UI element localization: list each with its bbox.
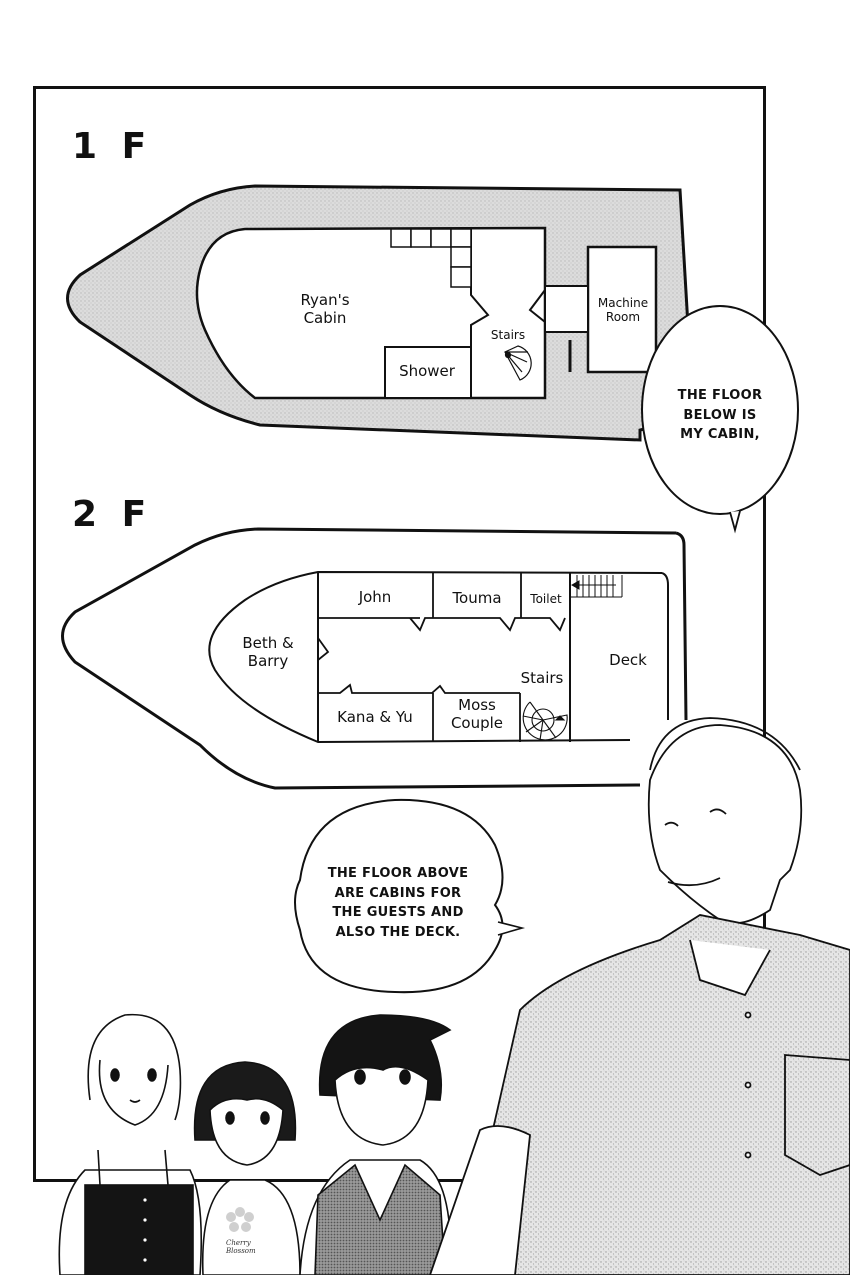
floor-2-label: 2 F — [72, 494, 153, 535]
room-shower: Shower — [399, 362, 455, 380]
floor-1-stairs-icon — [504, 345, 532, 381]
floor-2-stairs-icon — [522, 701, 568, 741]
character-short-hair-girl — [193, 1061, 301, 1275]
floor-2-hull — [61, 527, 688, 790]
room-beth-barry: Beth & Barry — [242, 634, 294, 670]
room-ryans-cabin: Ryan's Cabin — [300, 291, 350, 327]
room-deck: Deck — [609, 651, 647, 669]
room-john: John — [358, 588, 392, 606]
shirt-print-text: Cherry Blossom — [226, 1239, 256, 1255]
room-moss-couple: Moss Couple — [450, 696, 504, 732]
room-stairs-1f: Stairs — [490, 328, 526, 342]
floor-1-label: 1 F — [72, 126, 153, 167]
character-man-shirt — [429, 717, 850, 1275]
floor-1-hull — [66, 184, 692, 442]
room-touma: Touma — [452, 589, 502, 607]
character-girl-ponytail — [58, 1013, 203, 1275]
speech-bubble-2 — [294, 798, 526, 994]
speech-bubble-2-text: THE FLOOR ABOVE ARE CABINS FOR THE GUEST… — [327, 866, 469, 940]
room-toilet: Toilet — [530, 592, 562, 606]
room-kana-yu: Kana & Yu — [337, 708, 413, 726]
speech-bubble-1-text: THE FLOOR BELOW IS MY CABIN, — [677, 388, 763, 442]
room-machine-room: Machine Room — [597, 296, 649, 325]
character-boy-spiky-hair — [299, 1014, 452, 1275]
room-stairs-2f: Stairs — [520, 669, 564, 687]
speech-bubble-1 — [641, 305, 799, 534]
deck-ladder-icon — [570, 575, 623, 598]
